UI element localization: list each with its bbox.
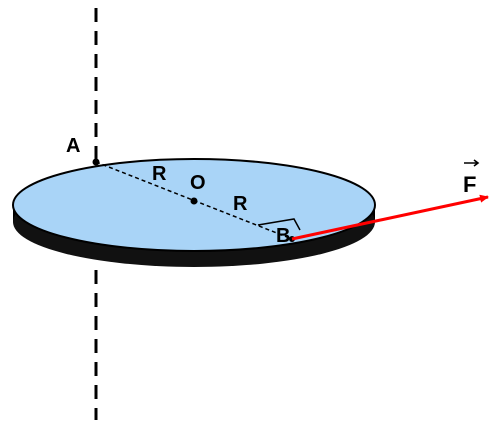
- label-point-b: B: [276, 225, 290, 247]
- label-point-o: O: [190, 172, 206, 194]
- point-o-dot: [190, 197, 198, 205]
- force-vector-symbol-arrow: [464, 159, 480, 167]
- label-point-a: A: [66, 135, 80, 157]
- right-angle-marker: [257, 218, 301, 231]
- label-radius-2: R: [233, 193, 248, 215]
- label-radius-1: R: [152, 163, 167, 185]
- force-vector-arrow: [291, 194, 489, 241]
- point-a-dot: [92, 158, 100, 166]
- disc-top-face: [12, 158, 376, 252]
- label-force: F: [463, 172, 476, 197]
